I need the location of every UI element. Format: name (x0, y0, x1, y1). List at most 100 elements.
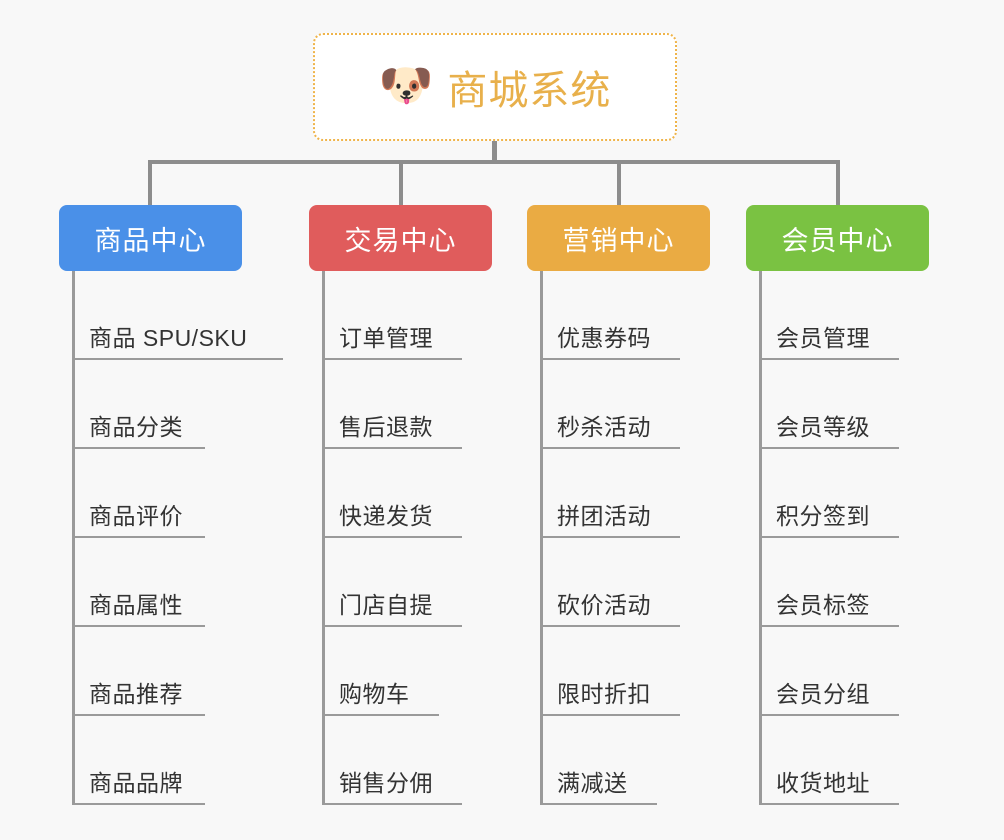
leaf-item-underline (72, 625, 205, 627)
leaf-item[interactable]: 积分签到 (746, 449, 929, 538)
leaf-item-underline (322, 714, 439, 716)
leaf-item-label: 购物车 (339, 681, 410, 707)
leaf-item-underline (72, 803, 205, 805)
leaf-item[interactable]: 商品分类 (59, 360, 242, 449)
leaf-item-label: 优惠券码 (557, 325, 651, 351)
leaf-item-label: 会员管理 (776, 325, 870, 351)
branch-column: 营销中心优惠券码秒杀活动拼团活动砍价活动限时折扣满减送 (527, 205, 710, 805)
leaf-item-underline (322, 358, 462, 360)
connector-horizontal-bus (150, 160, 840, 164)
branch-column: 商品中心商品 SPU/SKU 商品分类商品评价商品属性商品推荐商品品牌 (59, 205, 283, 805)
leaf-item[interactable]: 限时折扣 (527, 627, 710, 716)
leaf-item-label: 商品推荐 (89, 681, 183, 707)
leaf-item[interactable]: 销售分佣 (309, 716, 492, 805)
leaf-item-underline (759, 803, 899, 805)
branch-header-label: 商品中心 (94, 225, 207, 256)
leaf-item-label: 砍价活动 (557, 592, 651, 618)
leaf-item[interactable]: 拼团活动 (527, 449, 710, 538)
leaf-item[interactable]: 会员标签 (746, 538, 929, 627)
leaf-item-label: 商品评价 (89, 503, 183, 529)
branch-column: 会员中心会员管理会员等级积分签到会员标签会员分组收货地址 (746, 205, 929, 805)
leaf-item[interactable]: 商品品牌 (59, 716, 242, 805)
leaf-item-underline (322, 536, 462, 538)
leaf-item-underline (540, 625, 680, 627)
leaf-item-underline (759, 358, 899, 360)
leaf-item-underline (540, 803, 657, 805)
branch-header[interactable]: 营销中心 (527, 205, 710, 271)
leaf-item-label: 秒杀活动 (557, 414, 651, 440)
leaf-stack: 优惠券码秒杀活动拼团活动砍价活动限时折扣满减送 (527, 271, 710, 805)
branch-trunk-line (322, 271, 325, 805)
branch-header-label: 交易中心 (344, 225, 457, 256)
branch-header[interactable]: 交易中心 (309, 205, 492, 271)
leaf-item-label: 商品品牌 (89, 770, 183, 796)
leaf-item-underline (322, 625, 462, 627)
leaf-item-underline (322, 803, 462, 805)
leaf-item-label: 销售分佣 (339, 770, 433, 796)
leaf-item[interactable]: 商品属性 (59, 538, 242, 627)
leaf-item-label: 限时折扣 (557, 681, 651, 707)
leaf-stack: 会员管理会员等级积分签到会员标签会员分组收货地址 (746, 271, 929, 805)
leaf-item-underline (72, 536, 205, 538)
leaf-item-label: 门店自提 (339, 592, 433, 618)
leaf-item-label: 订单管理 (339, 325, 433, 351)
leaf-item-label: 快递发货 (339, 503, 433, 529)
leaf-item-underline (540, 714, 680, 716)
leaf-item-underline (759, 536, 899, 538)
leaf-item-underline (759, 714, 899, 716)
connector-drop-4 (836, 160, 840, 207)
leaf-item[interactable]: 会员等级 (746, 360, 929, 449)
shiba-dog-icon: 🐶 (378, 61, 434, 110)
leaf-item-label: 商品属性 (89, 592, 183, 618)
leaf-item-label: 满减送 (557, 770, 628, 796)
leaf-item[interactable]: 会员管理 (746, 271, 929, 360)
leaf-stack: 订单管理售后退款快递发货门店自提购物车销售分佣 (309, 271, 492, 805)
leaf-stack: 商品 SPU/SKU 商品分类商品评价商品属性商品推荐商品品牌 (59, 271, 283, 805)
connector-drop-1 (148, 160, 152, 207)
leaf-item-underline (72, 714, 205, 716)
branch-trunk-line (540, 271, 543, 805)
leaf-item-label: 收货地址 (776, 770, 870, 796)
leaf-item[interactable]: 秒杀活动 (527, 360, 710, 449)
leaf-item-label: 拼团活动 (557, 503, 651, 529)
leaf-item-label: 会员分组 (776, 681, 870, 707)
leaf-item[interactable]: 会员分组 (746, 627, 929, 716)
connector-drop-2 (399, 160, 403, 207)
leaf-item[interactable]: 商品 SPU/SKU (59, 271, 283, 360)
branch-trunk-line (72, 271, 75, 805)
branch-header[interactable]: 会员中心 (746, 205, 929, 271)
leaf-item-underline (540, 536, 680, 538)
leaf-item-underline (759, 625, 899, 627)
leaf-item-label: 会员标签 (776, 592, 870, 618)
connector-drop-3 (617, 160, 621, 207)
root-node-mall-system[interactable]: 🐶 商城系统 (313, 33, 677, 141)
leaf-item-label: 售后退款 (339, 414, 433, 440)
branch-header-label: 营销中心 (562, 225, 675, 256)
leaf-item[interactable]: 订单管理 (309, 271, 492, 360)
leaf-item[interactable]: 商品推荐 (59, 627, 242, 716)
leaf-item-underline (540, 447, 680, 449)
branch-column: 交易中心订单管理售后退款快递发货门店自提购物车销售分佣 (309, 205, 492, 805)
leaf-item-underline (322, 447, 462, 449)
leaf-item-underline (72, 447, 205, 449)
branch-trunk-line (759, 271, 762, 805)
branch-header[interactable]: 商品中心 (59, 205, 242, 271)
leaf-item-label: 商品 SPU/SKU (89, 325, 248, 351)
leaf-item[interactable]: 购物车 (309, 627, 492, 716)
leaf-item[interactable]: 商品评价 (59, 449, 242, 538)
leaf-item-label: 商品分类 (89, 414, 183, 440)
leaf-item[interactable]: 门店自提 (309, 538, 492, 627)
leaf-item-label: 积分签到 (776, 503, 870, 529)
connector-root-stem (492, 141, 497, 164)
leaf-item-underline (540, 358, 680, 360)
leaf-item[interactable]: 满减送 (527, 716, 710, 805)
leaf-item-underline (72, 358, 283, 360)
leaf-item[interactable]: 快递发货 (309, 449, 492, 538)
leaf-item[interactable]: 售后退款 (309, 360, 492, 449)
leaf-item[interactable]: 优惠券码 (527, 271, 710, 360)
leaf-item[interactable]: 收货地址 (746, 716, 929, 805)
root-node-title: 商城系统 (447, 69, 612, 113)
leaf-item[interactable]: 砍价活动 (527, 538, 710, 627)
leaf-item-underline (759, 447, 899, 449)
